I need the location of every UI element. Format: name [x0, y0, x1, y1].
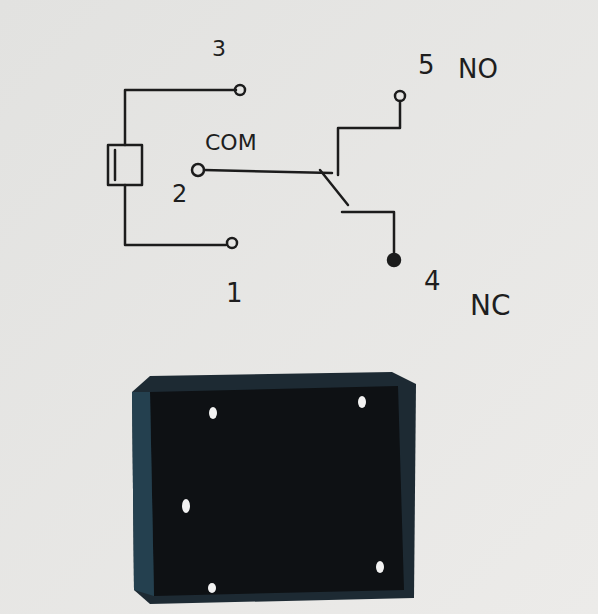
relay-pin — [182, 499, 190, 513]
relay-pin — [209, 407, 217, 419]
relay-pin — [358, 396, 366, 408]
pin-terminal — [235, 85, 245, 95]
relay-schematic — [108, 85, 405, 266]
pin-number: 4 — [424, 268, 441, 294]
pin-terminal — [192, 164, 204, 176]
relay-body — [132, 372, 416, 604]
pin-terminal — [388, 254, 400, 266]
switch-blade — [320, 170, 348, 205]
relay-pin — [208, 583, 216, 593]
pin-number: 3 — [212, 38, 226, 60]
wire — [342, 212, 394, 254]
pin-number: 1 — [226, 280, 243, 306]
pin-number: 2 — [172, 182, 187, 206]
pin-name: NO — [458, 56, 498, 82]
pin-number: 5 — [418, 52, 435, 78]
coil-symbol — [108, 145, 142, 185]
wire — [338, 101, 400, 175]
pin-terminal — [227, 238, 237, 248]
coil-mark — [114, 150, 117, 180]
relay-pin — [376, 561, 384, 573]
relay-side — [132, 392, 154, 596]
relay-photo — [132, 372, 416, 604]
pin-name: COM — [205, 132, 257, 154]
wire — [204, 170, 332, 173]
pin-name: NC — [470, 292, 511, 320]
pin-terminal — [395, 91, 405, 101]
relay-face — [150, 386, 404, 596]
